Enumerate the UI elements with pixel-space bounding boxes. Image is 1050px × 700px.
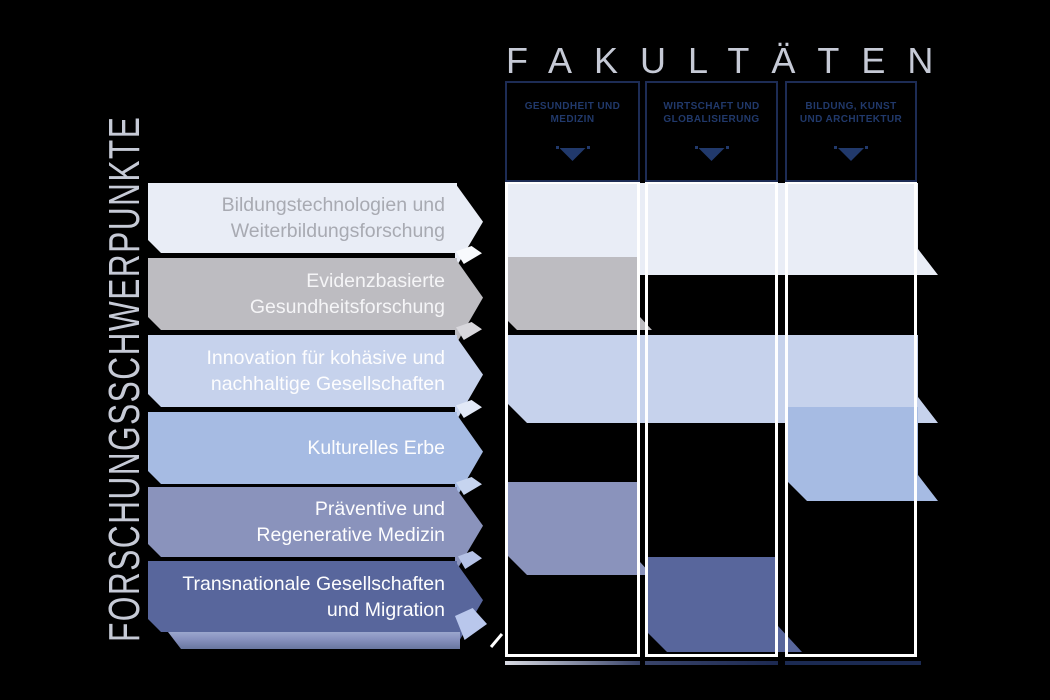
column-baseline (505, 661, 640, 665)
band-label-line: Innovation für kohäsive und (206, 347, 445, 369)
band-label-line: Transnationale Gesellschaften (182, 572, 445, 595)
matrix-block-evidenzbasierte (505, 257, 652, 330)
research-band-kulturelles-erbe: Kulturelles Erbe (148, 412, 457, 484)
matrix-block-praeventive (505, 482, 652, 575)
faculties-axis-title: FAKULTÄTEN (506, 40, 956, 81)
arrow-down-icon (555, 146, 591, 161)
corner-tick (489, 633, 504, 648)
band-label-line: Evidenzbasierte (306, 270, 445, 292)
faculty-header-label: BILDUNG, KUNST UND ARCHITEKTUR (799, 101, 903, 125)
research-areas-axis-title: FORSCHUNGSSCHWERPUNKTE (100, 115, 149, 643)
arrow-down-icon (833, 146, 869, 161)
faculty-header-label: WIRTSCHAFT UND GLOBALISIERUNG (663, 101, 760, 125)
band-label-line: nachhaltige Gesellschaften (210, 373, 445, 395)
faculty-column-wirtschaft (645, 181, 778, 657)
band-shadow-strip (168, 632, 460, 649)
matrix-block-kulturelles-erbe (785, 407, 938, 501)
faculty-column-gesundheit (505, 181, 640, 657)
faculty-column-bildung (785, 181, 917, 657)
band-label-line: Gesundheitsforschung (249, 296, 445, 318)
research-band-bildungstechnologien: Bildungstechnologien und Weiterbildungsf… (148, 183, 457, 253)
faculty-header-bildung: BILDUNG, KUNST UND ARCHITEKTUR (785, 81, 917, 182)
research-band-evidenzbasierte: Evidenzbasierte Gesundheitsforschung (148, 258, 457, 330)
research-band-praeventive: Präventive und Regenerative Medizin (148, 487, 457, 557)
band-label-line: Weiterbildungsforschung (230, 220, 445, 242)
column-baseline (645, 661, 778, 665)
band-label-line: Bildungstechnologien und (221, 194, 445, 216)
arrow-down-icon (694, 146, 730, 161)
faculty-header-wirtschaft: WIRTSCHAFT UND GLOBALISIERUNG (645, 81, 778, 182)
band-label-line: Kulturelles Erbe (307, 437, 445, 459)
band-label-line: und Migration (326, 598, 445, 621)
research-band-transnationale: Transnationale Gesellschaften und Migrat… (148, 561, 457, 632)
band-label-line: Regenerative Medizin (256, 524, 445, 546)
research-band-innovation: Innovation für kohäsive und nachhaltige … (148, 335, 457, 407)
band-label-line: Präventive und (314, 498, 445, 520)
faculty-header-gesundheit: GESUNDHEIT UND MEDIZIN (505, 81, 640, 182)
column-baseline (785, 661, 921, 665)
faculty-header-label: GESUNDHEIT UND MEDIZIN (524, 101, 621, 125)
